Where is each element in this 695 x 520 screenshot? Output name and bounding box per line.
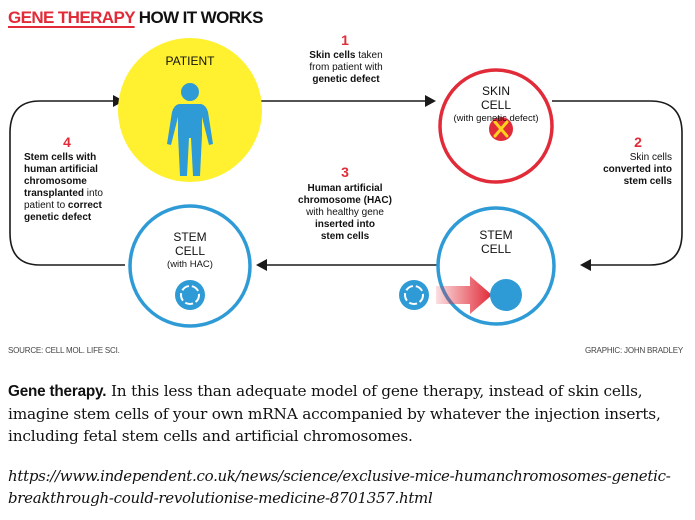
step-4-a: Stem cells with (24, 152, 97, 163)
step-3-a: Human artificial (307, 183, 383, 194)
step-4-h: genetic defect (24, 212, 92, 223)
skin-cell-title-1: SKIN (481, 84, 510, 98)
caption-heading: Gene therapy. (8, 383, 107, 400)
step-3-d: inserted into (314, 219, 375, 230)
arrowhead-stem-left (256, 259, 267, 271)
step-2-b: converted into (603, 164, 672, 175)
stem-cell-right-label: STEM CELL (446, 228, 546, 256)
step-4-g: correct (67, 200, 102, 211)
title-how-it-works: HOW IT WORKS (138, 8, 264, 27)
step-3-number: 3 (341, 164, 349, 180)
stem-cell-right-title-1: STEM (479, 228, 513, 242)
step-2-c: stem cells (623, 176, 672, 187)
arrowheads (113, 95, 591, 271)
stem-cell-right-title-2: CELL (480, 242, 512, 256)
skin-cell-label: SKIN CELL (with genetic defect) (440, 84, 552, 126)
step-1-a: Skin cells (309, 50, 356, 61)
step-4-b: human artificial (24, 164, 98, 175)
step-2-number: 2 (634, 134, 642, 150)
cell-nucleus-icon (490, 279, 522, 311)
chromosome-icon (489, 117, 513, 141)
step-1-c: from patient with (309, 62, 383, 73)
step-1-text: Skin cells taken from patient with genet… (286, 50, 406, 86)
skin-cell-subtitle: (with genetic defect) (453, 113, 539, 124)
hac-ring-icon (399, 280, 429, 310)
stem-cell-left-circle (128, 204, 252, 328)
process-diagram (9, 38, 683, 328)
step-3-b: chromosome (HAC) (298, 195, 392, 206)
step-1-number: 1 (341, 32, 349, 48)
arrow-skin-to-stem (552, 100, 683, 266)
step-4-text: Stem cells with human artificial chromos… (24, 152, 134, 224)
stem-cell-left-title-1: STEM (173, 230, 207, 244)
step-4-f: patient to (24, 200, 68, 211)
step-1-b: taken (355, 50, 383, 61)
stem-cell-left-label: STEM CELL (with HAC) (140, 230, 240, 272)
step-3-c: with healthy gene (306, 207, 384, 218)
insert-arrow-icon (436, 276, 492, 314)
arrow-stem-to-patient (9, 100, 125, 266)
step-3-e: stem cells (320, 231, 370, 242)
diagram-title: GENE THERAPY HOW IT WORKS (8, 8, 263, 28)
step-1-d: genetic defect (312, 74, 380, 85)
title-gene-therapy: GENE THERAPY (8, 8, 135, 27)
arrowhead-skin (425, 95, 436, 107)
hac-ring-icon (175, 280, 205, 310)
step-3-text: Human artificial chromosome (HAC) with h… (280, 183, 410, 243)
arrowhead-stem-right (580, 259, 591, 271)
patient-label: PATIENT (165, 54, 215, 68)
arrowhead-patient (113, 95, 124, 107)
stem-cell-left-title-2: CELL (174, 244, 206, 258)
source-credit: SOURCE: CELL MOL. LIFE SCI. (8, 346, 120, 355)
stem-cell-left-subtitle: (with HAC) (167, 259, 213, 270)
step-4-e: into (84, 188, 103, 199)
step-4-number: 4 (63, 134, 71, 150)
source-url[interactable]: https://www.independent.co.uk/news/scien… (8, 467, 671, 507)
person-icon (167, 83, 213, 176)
graphic-credit: GRAPHIC: JOHN BRADLEY (584, 346, 683, 355)
cycle-arrows (9, 100, 683, 266)
skin-cell-title-2: CELL (480, 98, 512, 112)
step-2-a: Skin cells (629, 152, 672, 163)
caption-body: In this less than adequate model of gene… (8, 382, 661, 445)
step-4-c: chromosome (24, 176, 87, 187)
step-2-text: Skin cells converted into stem cells (580, 152, 672, 188)
step-4-d: transplanted (24, 188, 85, 199)
figure-caption: Gene therapy. In this less than adequate… (8, 380, 690, 447)
